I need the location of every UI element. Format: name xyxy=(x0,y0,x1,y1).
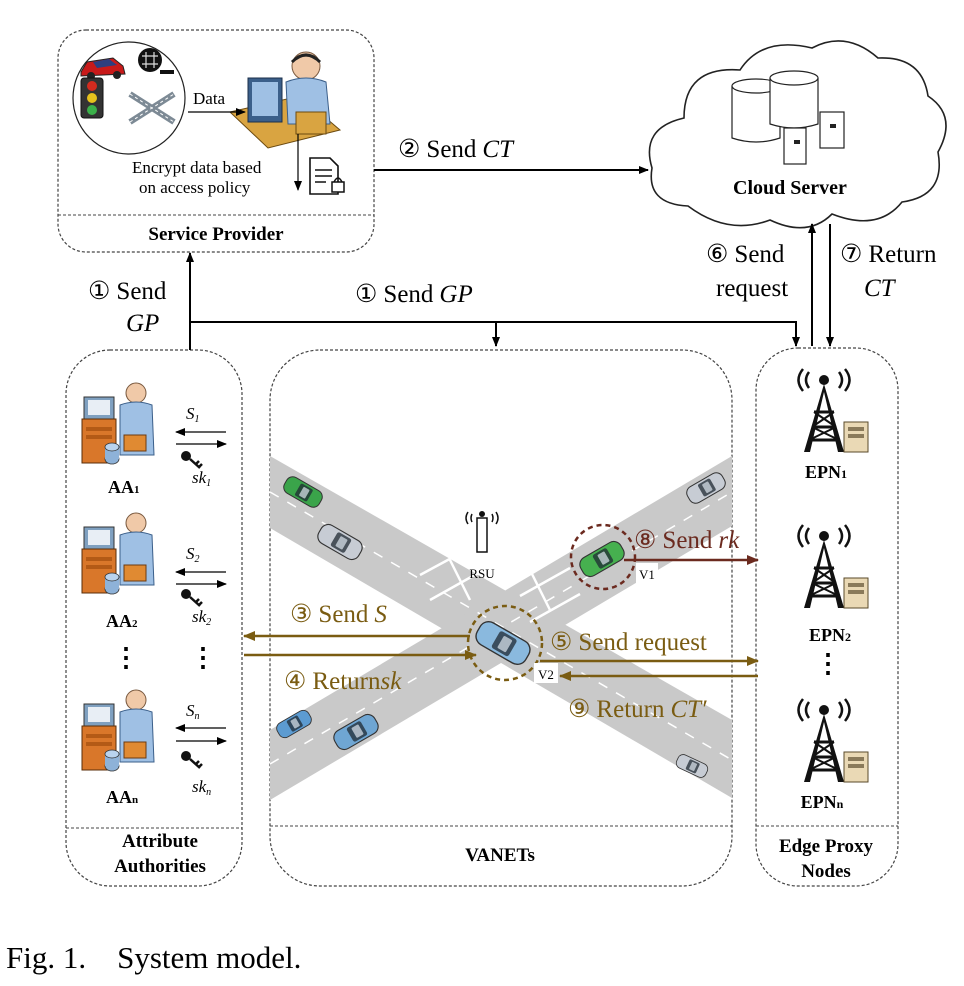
sensor-sources-circle xyxy=(72,41,186,155)
aa-entry: AA1 S1 sk1 xyxy=(81,382,227,497)
epn-label: EPNn xyxy=(801,792,844,812)
encrypt-label-line2: on access policy xyxy=(139,178,251,197)
encrypt-label-line1: Encrypt data based xyxy=(132,158,262,177)
epn-tower-icon xyxy=(797,367,870,454)
aa-person-icon xyxy=(81,689,155,772)
v2-label: V2 xyxy=(538,667,554,682)
data-label: Data xyxy=(193,89,226,108)
rsu-icon xyxy=(465,511,499,553)
vanets-title: VANETs xyxy=(465,845,535,866)
vanets-box: VANETs RSU V1 V2 xyxy=(269,349,733,887)
aa-entry: AAn Sn skn xyxy=(81,689,227,807)
arrow-6-label-line2: request xyxy=(716,275,788,302)
attribute-authorities-box: Attribute Authorities AA1 S1 sk1 AA2 S2 … xyxy=(65,349,243,887)
edge-proxy-title-line1: Edge Proxy xyxy=(779,836,874,857)
attribute-authorities-title-line2: Authorities xyxy=(114,856,206,877)
attribute-authorities-title-line1: Attribute xyxy=(122,831,198,852)
arrow-1-left-var: GP xyxy=(126,310,159,337)
aa-entry: AA2 S2 sk2 xyxy=(81,512,227,631)
cloud-server-title: Cloud Server xyxy=(733,177,847,199)
epn-label: EPN1 xyxy=(805,462,847,482)
aa-ellipsis-left: ⋮ xyxy=(113,643,139,672)
database-icon xyxy=(731,70,819,143)
camera-icon xyxy=(138,48,174,74)
aa-sk-label: sk1 xyxy=(192,468,211,489)
v1-label: V1 xyxy=(639,567,655,582)
aa-sk-label: skn xyxy=(192,777,211,798)
arrow-7-var: CT xyxy=(864,275,897,302)
cloud-server: Cloud Server xyxy=(648,40,947,229)
figure-caption: Fig. 1. System model. xyxy=(6,940,301,976)
epn-ellipsis: ⋮ xyxy=(815,649,841,678)
epn-label: EPN2 xyxy=(809,625,851,645)
aa-label: AA2 xyxy=(106,611,138,631)
aa-ellipsis-right: ⋮ xyxy=(190,643,216,672)
v1-range-circle xyxy=(569,523,637,591)
key-icon xyxy=(181,751,203,769)
aa-sk-label: sk2 xyxy=(192,607,211,628)
aa-s-label: S2 xyxy=(186,544,200,565)
figure-caption-text: System model. xyxy=(117,940,302,975)
edge-proxy-title-line2: Nodes xyxy=(801,861,851,882)
figure-caption-label: Fig. 1. xyxy=(6,940,87,975)
v2-range-circle xyxy=(466,604,544,682)
system-model-diagram: Service Provider xyxy=(57,29,947,887)
aa-person-icon xyxy=(81,512,155,595)
road-junction-icon xyxy=(128,91,176,125)
service-provider-title: Service Provider xyxy=(148,224,284,245)
operator-workstation-icon xyxy=(228,51,342,149)
epn-tower-icon xyxy=(797,523,870,610)
traffic-light-icon xyxy=(80,77,104,119)
rsu-label: RSU xyxy=(469,566,495,581)
key-icon xyxy=(181,451,203,469)
aa-s-label: Sn xyxy=(186,701,200,722)
aa-label: AAn xyxy=(106,787,138,807)
server-icon xyxy=(783,111,845,165)
service-provider-box: Service Provider xyxy=(57,29,375,253)
epn-tower-icon xyxy=(797,697,870,784)
aa-label: AA1 xyxy=(108,477,140,497)
aa-s-label: S1 xyxy=(186,404,200,425)
aa-person-icon xyxy=(81,382,155,465)
edge-proxy-nodes-box: Edge Proxy Nodes EPN1 EPN2 ⋮ EPNn xyxy=(755,347,899,887)
key-icon xyxy=(181,589,203,607)
encrypted-document-icon xyxy=(309,157,345,195)
